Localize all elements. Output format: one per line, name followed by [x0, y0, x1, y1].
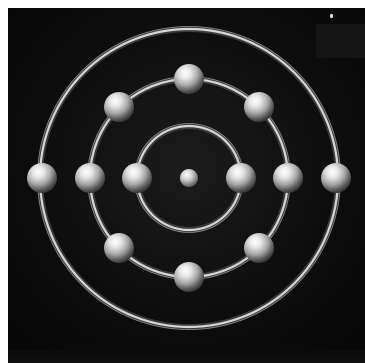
- electron-middle-top-right: [244, 92, 274, 122]
- nucleus: [180, 169, 198, 187]
- bottom-edge: [8, 350, 365, 363]
- electron-middle-bottom-left: [104, 233, 134, 263]
- electron-outer-left: [27, 163, 57, 193]
- electron-middle-bottom-right: [244, 233, 274, 263]
- electron-outer-right: [321, 163, 351, 193]
- electron-inner-right: [226, 163, 256, 193]
- electron-inner-left: [122, 163, 152, 193]
- electron-middle-left: [75, 163, 105, 193]
- electron-middle-top: [174, 64, 204, 94]
- electron-middle-top-left: [104, 92, 134, 122]
- electron-middle-bottom: [174, 262, 204, 292]
- electron-middle-right: [273, 163, 303, 193]
